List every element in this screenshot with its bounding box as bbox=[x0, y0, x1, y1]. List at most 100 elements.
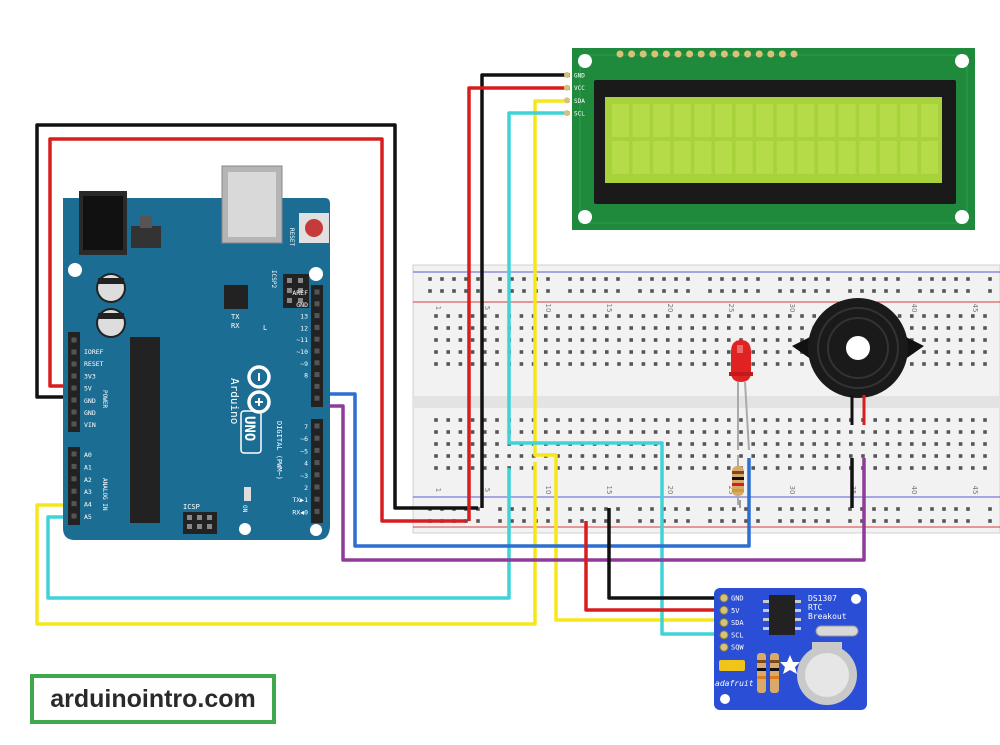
breadboard-hole bbox=[653, 418, 658, 422]
lcd-top-pin bbox=[720, 50, 728, 58]
breadboard-hole bbox=[556, 362, 560, 366]
breadboard-hole bbox=[800, 326, 804, 330]
breadboard-hole bbox=[775, 454, 780, 458]
breadboard-hole bbox=[922, 442, 926, 446]
led-resistor bbox=[732, 455, 744, 505]
breadboard-hole bbox=[434, 314, 438, 318]
breadboard-hole bbox=[836, 430, 841, 434]
breadboard-hole bbox=[971, 430, 975, 434]
lcd-top-pin bbox=[639, 50, 647, 58]
breadboard-hole bbox=[653, 326, 658, 330]
digital-pin-label: 7 bbox=[304, 423, 308, 431]
rail-hole bbox=[604, 277, 608, 281]
breadboard-hole bbox=[751, 362, 755, 366]
header-hole bbox=[314, 508, 320, 514]
lcd-cell bbox=[859, 141, 877, 174]
lcd-cell bbox=[838, 104, 856, 137]
header-hole bbox=[71, 397, 77, 403]
rail-hole bbox=[650, 289, 654, 293]
breadboard: 115510101515202025253030353540404545 bbox=[412, 264, 1000, 534]
breadboard-hole bbox=[971, 466, 975, 470]
breadboard-hole bbox=[629, 454, 633, 458]
breadboard-hole bbox=[434, 430, 438, 434]
rx-label: RX bbox=[231, 322, 240, 330]
breadboard-hole bbox=[653, 314, 658, 318]
rail-hole bbox=[860, 519, 864, 523]
breadboard-hole bbox=[788, 326, 792, 330]
breadboard-hole bbox=[470, 430, 475, 434]
digital-label: DIGITAL (PWM~) bbox=[275, 421, 283, 480]
rail-hole bbox=[452, 277, 456, 281]
breadboard-hole bbox=[910, 430, 914, 434]
rail-hole bbox=[860, 277, 864, 281]
breadboard-hole bbox=[739, 314, 743, 318]
rail-hole bbox=[592, 277, 596, 281]
lcd-top-pin bbox=[767, 50, 775, 58]
breadboard-hole bbox=[922, 326, 926, 330]
icsp-pin bbox=[187, 515, 192, 520]
breadboard-column-number: 25 bbox=[727, 486, 735, 495]
breadboard-hole bbox=[702, 418, 707, 422]
breadboard-hole bbox=[580, 466, 585, 470]
analog-pin-label: A1 bbox=[84, 463, 92, 471]
breadboard-hole bbox=[812, 418, 816, 422]
breadboard-hole bbox=[592, 454, 597, 458]
breadboard-hole bbox=[775, 314, 780, 318]
breadboard-hole bbox=[495, 362, 499, 366]
digital-pin-label: AREF bbox=[292, 289, 308, 297]
breadboard-hole bbox=[897, 430, 902, 434]
breadboard-hole bbox=[788, 442, 792, 446]
rail-hole bbox=[778, 289, 782, 293]
wires bbox=[35, 73, 866, 636]
breadboard-hole bbox=[568, 314, 572, 318]
breadboard-hole bbox=[800, 454, 804, 458]
rail-hole bbox=[464, 277, 468, 281]
breadboard-hole bbox=[775, 326, 780, 330]
rail-hole bbox=[638, 277, 642, 281]
breadboard-hole bbox=[934, 430, 938, 434]
rail-hole bbox=[522, 277, 526, 281]
breadboard-hole bbox=[824, 442, 829, 446]
breadboard-hole bbox=[568, 430, 572, 434]
breadboard-hole bbox=[446, 362, 450, 366]
rtc-pin-label: GND bbox=[731, 595, 744, 603]
icsp-pin bbox=[197, 515, 202, 520]
header-hole bbox=[314, 301, 320, 307]
digital-pin-label: ~10 bbox=[296, 348, 308, 356]
lcd-cell bbox=[632, 141, 650, 174]
breadboard-hole bbox=[739, 442, 743, 446]
arduino-brand-label: Arduino bbox=[228, 378, 241, 424]
header-digital-high bbox=[311, 285, 323, 407]
lcd-cell bbox=[673, 141, 691, 174]
breadboard-hole bbox=[483, 430, 487, 434]
breadboard-hole bbox=[836, 442, 841, 446]
breadboard-hole bbox=[775, 338, 780, 342]
rail-hole bbox=[662, 519, 666, 523]
rail-hole bbox=[546, 507, 550, 511]
rail-hole bbox=[674, 289, 678, 293]
header-hole bbox=[71, 488, 77, 494]
breadboard-hole bbox=[714, 430, 719, 434]
breadboard-hole bbox=[617, 362, 621, 366]
rail-hole bbox=[966, 289, 970, 293]
breadboard-hole bbox=[702, 314, 707, 318]
breadboard-hole bbox=[885, 442, 890, 446]
rail-hole bbox=[848, 519, 852, 523]
rail-hole bbox=[802, 519, 806, 523]
rail-hole bbox=[930, 519, 934, 523]
breadboard-hole bbox=[690, 314, 694, 318]
rail-hole bbox=[802, 277, 806, 281]
breadboard-hole bbox=[910, 362, 914, 366]
rail-hole bbox=[522, 519, 526, 523]
rail-hole bbox=[896, 519, 900, 523]
breadboard-hole bbox=[788, 466, 792, 470]
wire-d9-led bbox=[318, 392, 751, 548]
breadboard-hole bbox=[690, 338, 694, 342]
breadboard-column-number: 15 bbox=[605, 486, 613, 495]
breadboard-hole bbox=[495, 350, 499, 354]
header-hole bbox=[314, 336, 320, 342]
breadboard-hole bbox=[849, 442, 853, 446]
breadboard-hole bbox=[458, 314, 463, 318]
wire-lcd-gnd bbox=[480, 73, 570, 508]
